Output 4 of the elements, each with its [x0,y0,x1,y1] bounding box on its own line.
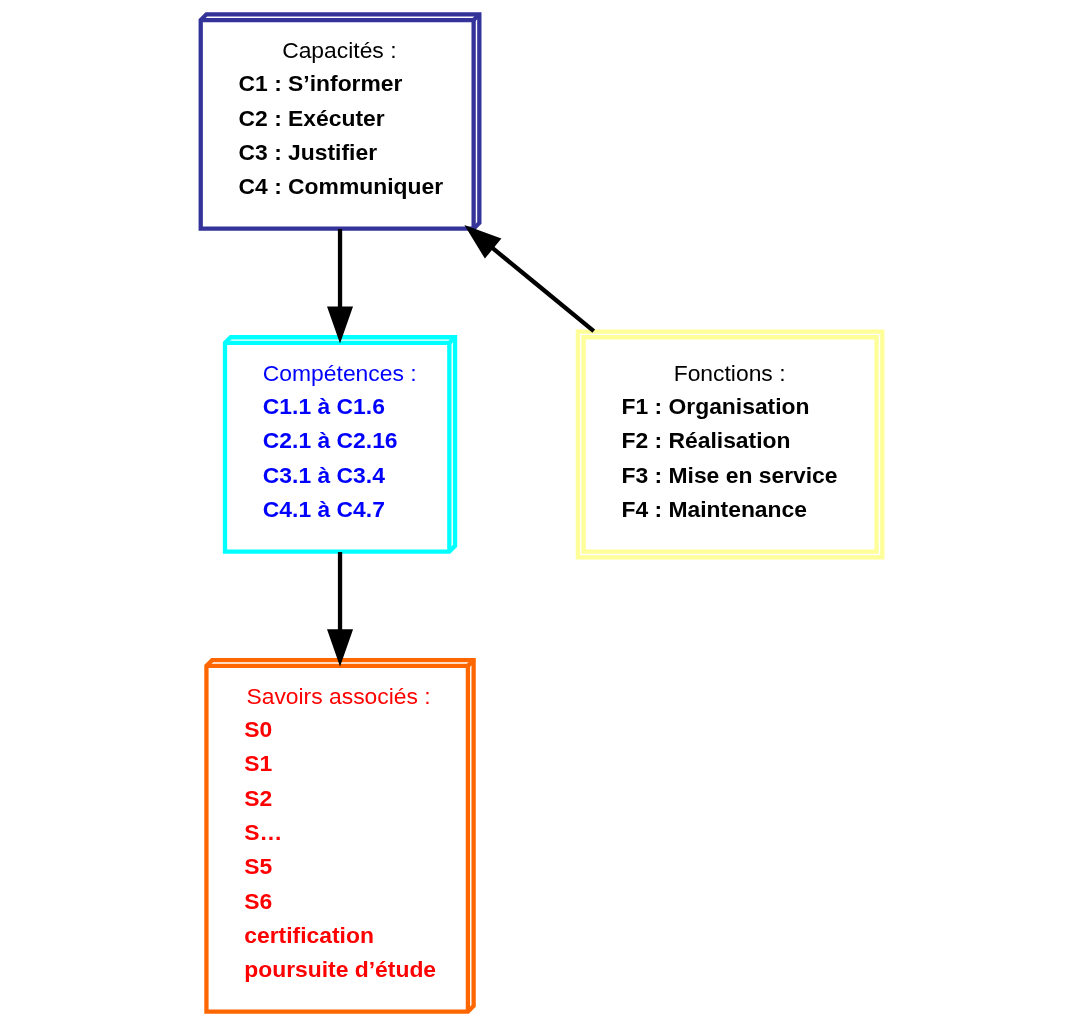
arrow [327,552,354,667]
node-box: Fonctions : F1 : Organisation F2 : Réalisation F3 : Mise en service F4 : Maintenance [575,329,885,560]
arrow [327,229,354,344]
arrow [464,224,596,333]
